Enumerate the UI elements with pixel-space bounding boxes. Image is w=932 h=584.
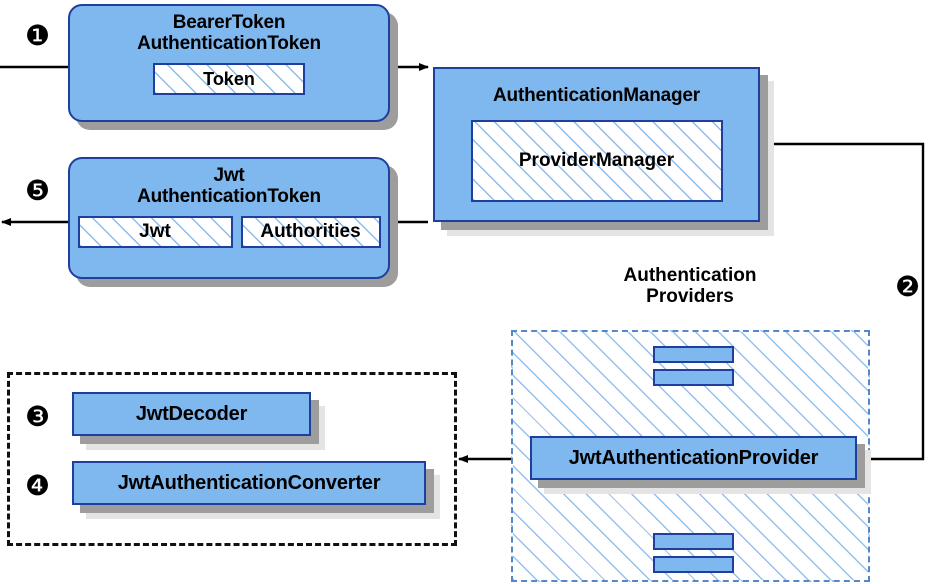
node-authentication-manager[interactable]: AuthenticationManager ProviderManager (433, 67, 760, 222)
node-jwt-decoder[interactable]: JwtDecoder (72, 392, 311, 436)
authentication-manager-chip-provider-manager[interactable]: ProviderManager (470, 119, 723, 202)
jwt-authentication-token-title: Jwt AuthenticationToken (70, 165, 388, 207)
provider-stack-bar-upper-2 (653, 369, 734, 386)
provider-stack-bar-lower-2 (653, 556, 734, 573)
step-marker-2: ❷ (895, 270, 921, 303)
node-jwt-authentication-converter[interactable]: JwtAuthenticationConverter (72, 461, 426, 505)
jwt-authentication-converter-title: JwtAuthenticationConverter (117, 472, 381, 494)
provider-stack-bar-upper-1 (653, 346, 734, 363)
jwt-authentication-token-title-line1: Jwt (213, 165, 245, 186)
authentication-providers-label-line2: Providers (646, 285, 734, 307)
jwt-authentication-token-chip-jwt[interactable]: Jwt (77, 216, 233, 249)
step-marker-5: ❺ (25, 174, 51, 207)
node-bearer-token-authentication-token[interactable]: BearerToken AuthenticationToken Token (68, 4, 390, 122)
node-jwt-authentication-token[interactable]: Jwt AuthenticationToken Jwt Authorities (68, 157, 390, 279)
jwt-token-chip-row: Jwt Authorities (77, 216, 381, 249)
bearer-token-title: BearerToken AuthenticationToken (70, 12, 388, 54)
provider-stack-bar-lower-1 (653, 533, 734, 550)
step-marker-1: ❶ (25, 19, 51, 52)
step-marker-4: ❹ (25, 469, 51, 502)
authentication-providers-label: Authentication Providers (560, 265, 820, 308)
jwt-authentication-provider-title: JwtAuthenticationProvider (568, 447, 819, 469)
node-jwt-authentication-provider[interactable]: JwtAuthenticationProvider (530, 436, 857, 480)
authentication-providers-label-line1: Authentication (623, 265, 757, 286)
jwt-decoder-title: JwtDecoder (135, 403, 248, 425)
bearer-token-title-line2: AuthenticationToken (137, 32, 321, 54)
jwt-authentication-token-title-line2: AuthenticationToken (137, 185, 321, 207)
jwt-support-group (7, 372, 457, 546)
bearer-token-chip-token[interactable]: Token (153, 63, 305, 96)
bearer-token-title-line1: BearerToken (172, 12, 286, 33)
jwt-authentication-token-chip-authorities[interactable]: Authorities (240, 216, 381, 249)
step-marker-3: ❸ (25, 400, 51, 433)
authentication-manager-title: AuthenticationManager (493, 85, 700, 106)
